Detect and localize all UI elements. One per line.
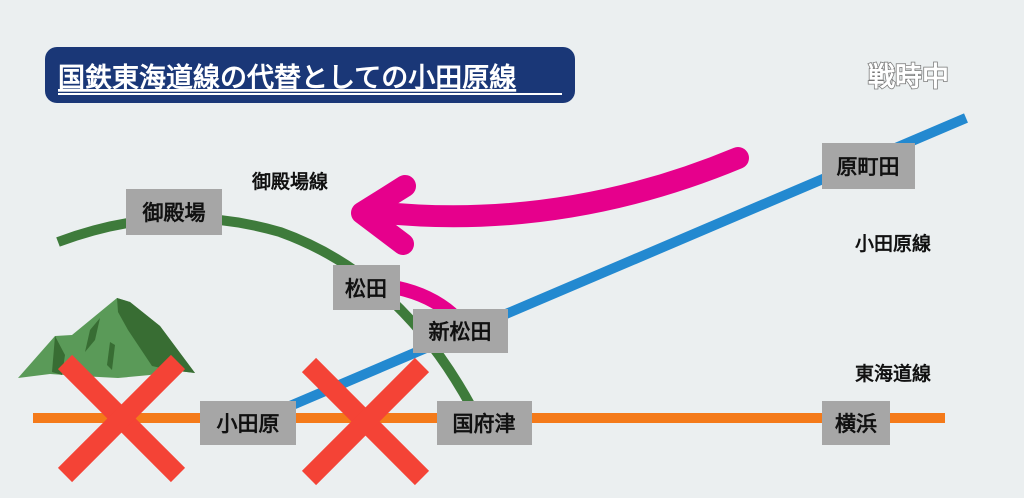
mountain-icon: [18, 298, 195, 378]
station-matsuda: 松田: [333, 265, 400, 310]
odakyu-line-label: 小田原線: [855, 232, 931, 255]
closed-cross-icon: [301, 357, 430, 486]
arrow-head-icon: [351, 175, 416, 255]
station-label: 新松田: [429, 320, 492, 344]
period-label: 戦時中: [868, 62, 949, 93]
station-label: 横浜: [835, 412, 877, 436]
station-yokohama: 横浜: [822, 401, 890, 445]
station-kozu: 国府津: [437, 401, 532, 445]
closed-cross-icon: [57, 354, 186, 483]
station-gotemba: 御殿場: [126, 189, 222, 235]
station-odawara: 小田原: [200, 401, 296, 445]
station-label: 原町田: [837, 155, 900, 179]
station-label: 小田原: [217, 412, 280, 436]
title-text: 国鉄東海道線の代替としての小田原線: [58, 62, 516, 94]
diversion-arrow: [364, 147, 749, 228]
station-shin-matsuda: 新松田: [413, 309, 508, 353]
station-label: 松田: [345, 277, 387, 301]
title-banner: 国鉄東海道線の代替としての小田原線: [45, 47, 575, 103]
station-label: 国府津: [453, 412, 516, 436]
station-haramachida: 原町田: [822, 143, 915, 189]
station-label: 御殿場: [142, 201, 206, 225]
gotemba-line-label: 御殿場線: [251, 170, 328, 193]
tokaido-line-label: 東海道線: [855, 362, 931, 385]
